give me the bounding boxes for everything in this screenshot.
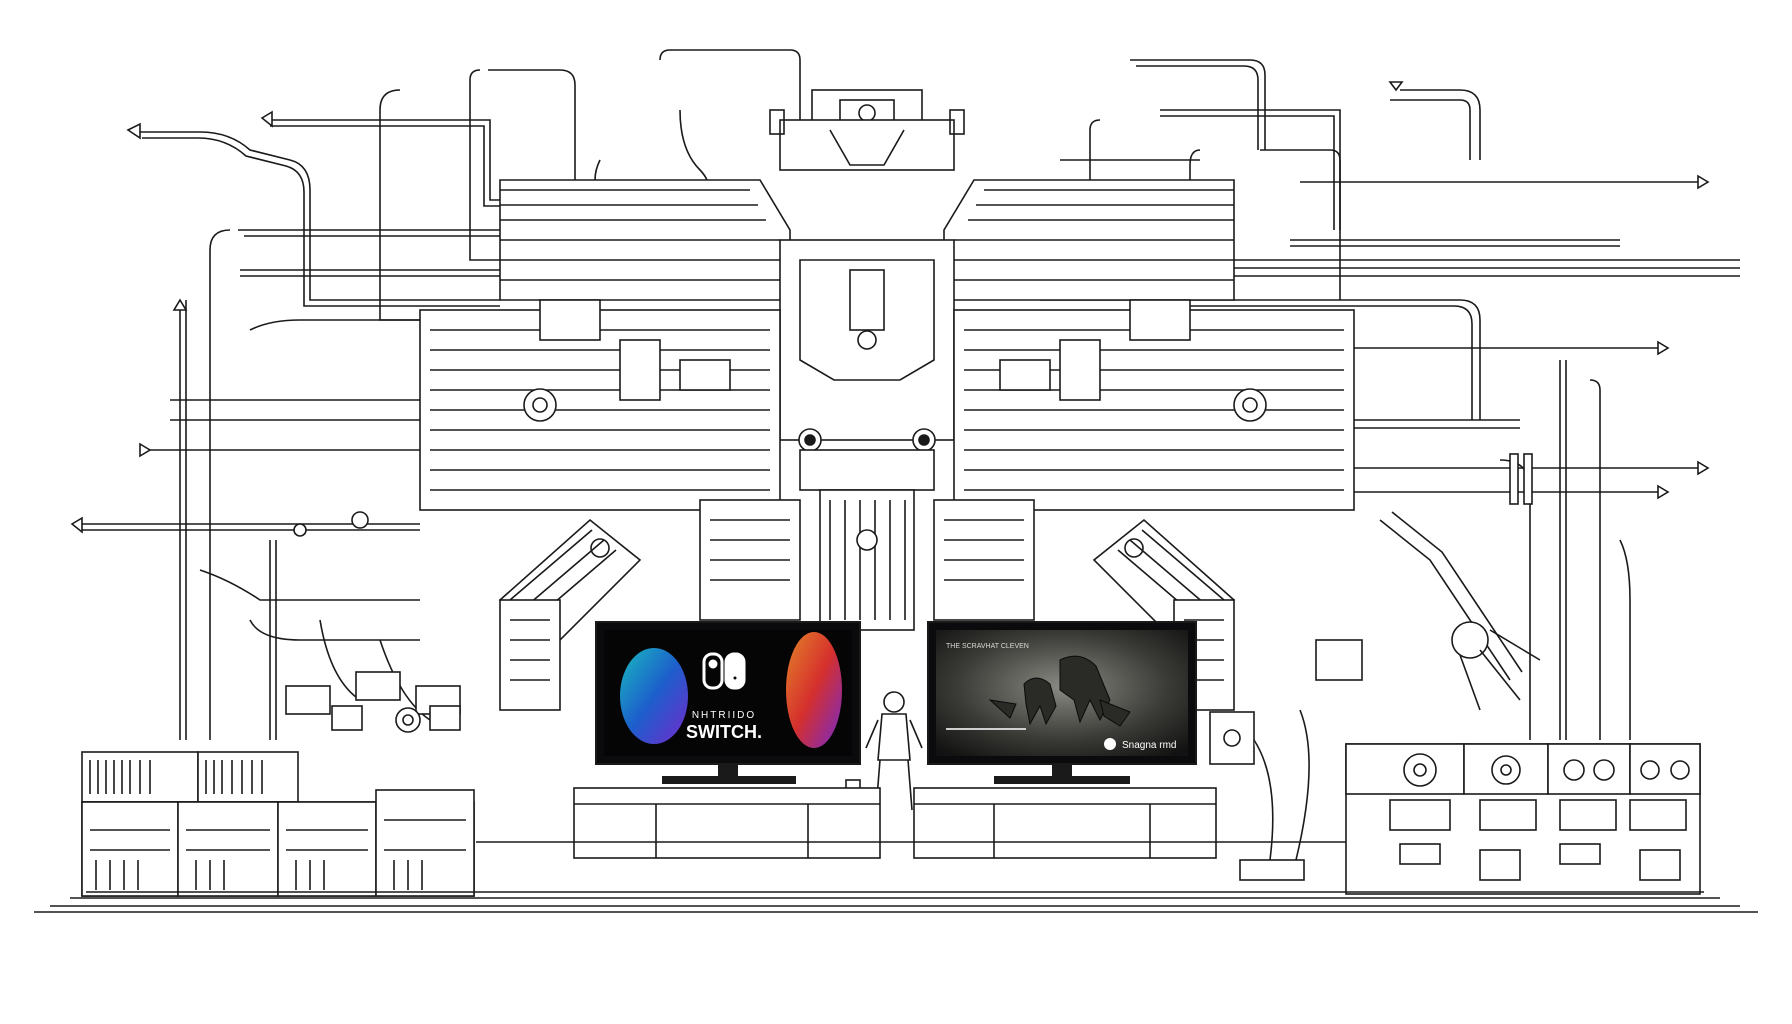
- brand-line1: NHTRIIDO: [692, 710, 756, 721]
- left-monitor-stand: [718, 764, 738, 776]
- central-machine: [419, 89, 1541, 711]
- pipes-left: [80, 49, 801, 740]
- console-tables: [573, 787, 1217, 859]
- brand-line2: SWITCH.: [686, 722, 762, 742]
- robot-figure: [845, 691, 923, 811]
- left-monitor: NHTRIIDO SWITCH.: [595, 621, 861, 784]
- left-control-panels: [285, 671, 461, 733]
- floor-platform: [34, 841, 1758, 913]
- right-cabinets: [1209, 639, 1701, 895]
- round-button-icon: [1104, 738, 1116, 750]
- game-creatures: [988, 655, 1131, 727]
- pipe-end-caps: [70, 81, 1710, 537]
- game-caption-bottom: Snagna rmd: [1122, 740, 1176, 751]
- right-monitor: THE SCRAVHAT CLEVEN Snagna rmd: [927, 621, 1197, 784]
- left-cabinets: [81, 751, 475, 897]
- pipes-right: [989, 59, 1740, 740]
- right-monitor-stand: [1052, 764, 1072, 776]
- game-caption-top: THE SCRAVHAT CLEVEN: [946, 643, 1029, 650]
- switch-logo-icon: [702, 652, 746, 690]
